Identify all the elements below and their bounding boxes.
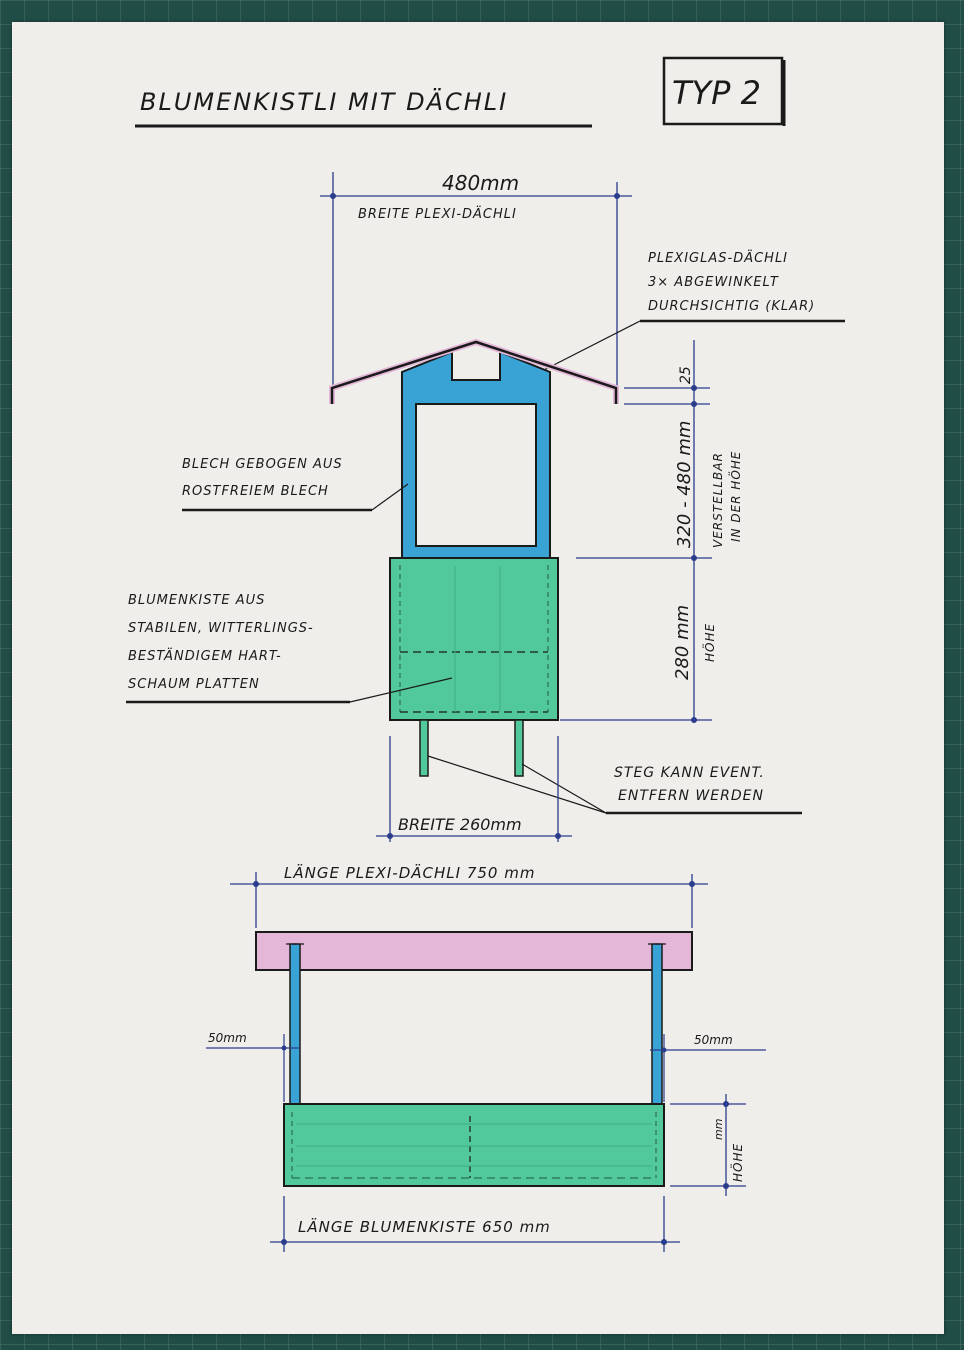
steg-note-leader-left [427, 755, 607, 814]
roof-width-label: BREITE PLEXI-DÄCHLI [358, 206, 517, 222]
dim-25: 25 [678, 366, 694, 384]
leg-left [419, 719, 429, 777]
box-note-line1: BLUMENKISTE AUS [128, 593, 265, 608]
adjustable-note-line2: IN DER HÖHE [727, 451, 743, 542]
offset-dimension-right [650, 1034, 766, 1102]
plexi-roof-front [329, 338, 619, 404]
side-height-dimension [670, 1094, 746, 1196]
steel-frame-front [401, 350, 551, 559]
roof-note-line1: PLEXIGLAS-DÄCHLI [648, 250, 788, 266]
side-dim-mm: mm [712, 1119, 725, 1140]
plexi-roof-side [255, 931, 693, 971]
box-note-line2: STABILEN, WITTERLINGS- [128, 621, 314, 636]
box-length-dimension [270, 1196, 680, 1252]
side-height-label: HÖHE [729, 1143, 745, 1182]
steg-note-line1: STEG KANN EVENT. [614, 765, 765, 781]
offset-dimension-left [206, 1034, 300, 1102]
box-width-label: BREITE 260mm [398, 815, 522, 834]
flower-box-side [283, 1103, 665, 1187]
box-note-line3: BESTÄNDIGEM HART- [128, 648, 282, 664]
height-dimension-chain [560, 340, 712, 723]
frame-note-line1: BLECH GEBOGEN AUS [182, 457, 343, 472]
roof-width-dimension [320, 172, 632, 388]
box-note-leader [349, 677, 453, 703]
roof-note-line2: 3× ABGEWINKELT [648, 275, 779, 290]
steg-note-line2: ENTFERN WERDEN [618, 788, 764, 804]
drawing-title: BLUMENKISTLI MIT DÄCHLI [140, 87, 508, 116]
dim-height-range: 320 - 480 mm [674, 421, 695, 548]
type-box: TYP 2 [662, 56, 786, 126]
dim-280: 280 mm [672, 605, 693, 680]
roof-width-value: 480mm [442, 171, 519, 195]
flower-box-front [389, 557, 559, 721]
box-length-label: LÄNGE BLUMENKISTE 650 mm [298, 1217, 551, 1236]
adjustable-note-line1: VERSTELLBAR [711, 452, 725, 548]
box-note-line4: SCHAUM PLATTEN [128, 677, 260, 692]
roof-note-line3: DURCHSICHTIG (KLAR) [648, 299, 815, 314]
roof-length-dimension [230, 872, 708, 928]
leg-right [514, 719, 524, 777]
roof-length-label: LÄNGE PLEXI-DÄCHLI 750 mm [284, 863, 535, 882]
type-label: TYP 2 [672, 74, 761, 112]
frame-note-leader [371, 483, 409, 511]
offset-right-value: 50mm [694, 1033, 733, 1047]
steg-note-leader-right [521, 763, 607, 814]
box-width-dimension [376, 736, 572, 842]
front-height-label: HÖHE [701, 623, 717, 662]
roof-note-leader [539, 320, 641, 373]
frame-note-line2: ROSTFREIEM BLECH [182, 484, 329, 499]
offset-left-value: 50mm [208, 1031, 247, 1045]
